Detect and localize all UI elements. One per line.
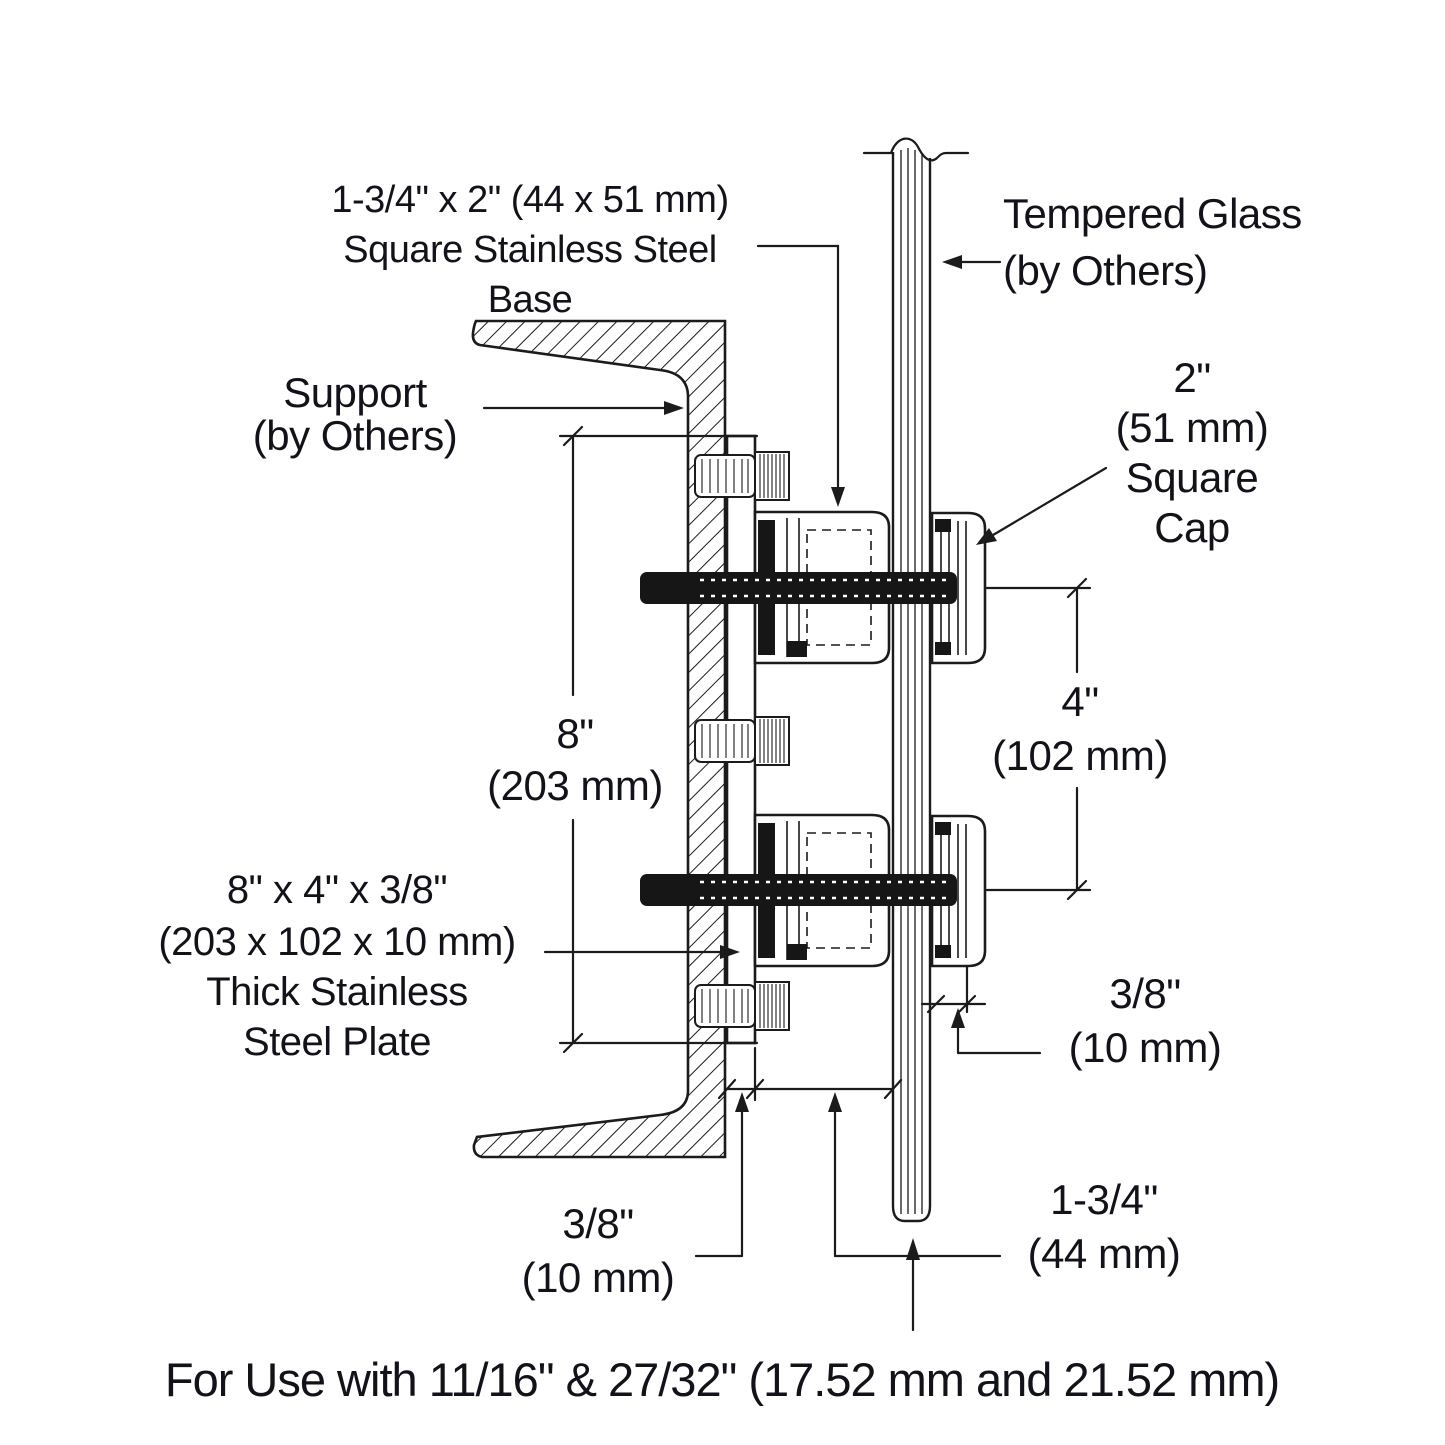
label-square-cap-line2: (51 mm) <box>1116 404 1269 451</box>
label-support-line1: Support <box>283 369 427 416</box>
label-square-cap-line3: Square <box>1126 454 1258 501</box>
label-dim-base-length: 1-3/4" (44 mm) <box>1028 1176 1181 1277</box>
dim-cap-10mm-text: (10 mm) <box>1069 1024 1222 1071</box>
label-dim-bolt-spacing: 4" (102 mm) <box>992 678 1168 779</box>
dim-134-text: 1-3/4" <box>1050 1176 1158 1223</box>
support-hatch <box>471 319 727 1159</box>
caption-glass-compatibility: For Use with 11/16" & 27/32" (17.52 mm a… <box>165 1353 1279 1406</box>
label-support: Support (by Others) <box>253 369 458 459</box>
dim-203mm-text: (203 mm) <box>487 762 663 809</box>
glass-bottom-edge <box>891 1205 932 1223</box>
label-square-cap-line4: Cap <box>1154 504 1230 551</box>
label-dim-plate-height: 8" (203 mm) <box>487 710 663 809</box>
label-base: 1-3/4" x 2" (44 x 51 mm) Square Stainles… <box>331 179 729 321</box>
dim-4in-text: 4" <box>1061 678 1098 725</box>
label-tempered-glass: Tempered Glass (by Others) <box>1003 190 1302 294</box>
label-square-cap-line1: 2" <box>1173 354 1210 401</box>
dim-plate-10mm-text: (10 mm) <box>522 1254 675 1301</box>
bolt-lower <box>640 874 957 906</box>
label-plate-line3: Thick Stainless <box>206 970 467 1014</box>
dim-plate-thickness <box>694 1046 903 1258</box>
label-dim-cap-thickness: 3/8" (10 mm) <box>1069 970 1222 1071</box>
label-plate-line4: Steel Plate <box>243 1020 431 1064</box>
leader-support <box>482 401 684 415</box>
label-plate-line1: 8" x 4" x 3/8" <box>227 868 447 912</box>
leader-square-cap <box>976 466 1108 545</box>
support-cross-section <box>471 319 727 1159</box>
label-support-line2: (by Others) <box>253 412 458 459</box>
leader-glass-thickness <box>906 1238 920 1332</box>
label-dim-plate-thickness: 3/8" (10 mm) <box>522 1200 675 1301</box>
dim-plate-38-text: 3/8" <box>562 1200 633 1247</box>
label-base-line1: 1-3/4" x 2" (44 x 51 mm) <box>331 179 728 221</box>
bolt-upper <box>640 572 957 604</box>
dim-base-length <box>828 1092 1002 1258</box>
label-plate: 8" x 4" x 3/8" (203 x 102 x 10 mm) Thick… <box>158 868 516 1064</box>
dim-bolt-spacing <box>985 577 1092 901</box>
dim-102mm-text: (102 mm) <box>992 732 1168 779</box>
dim-8in-text: 8" <box>556 710 593 757</box>
leader-base-label <box>756 244 845 507</box>
label-base-line3: Base <box>488 279 573 321</box>
label-plate-line2: (203 x 102 x 10 mm) <box>158 920 515 964</box>
dim-cap-38-text: 3/8" <box>1109 970 1180 1017</box>
label-base-line2: Square Stainless Steel <box>343 229 716 271</box>
dim-plate-height <box>558 425 759 1054</box>
set-screw-middle <box>694 716 790 766</box>
set-screw-top <box>694 451 790 501</box>
label-tempered-glass-line2: (by Others) <box>1003 247 1208 294</box>
label-tempered-glass-line1: Tempered Glass <box>1003 190 1302 237</box>
glass-break-line <box>862 137 970 162</box>
leader-plate-label <box>543 945 740 959</box>
dim-44mm-text: (44 mm) <box>1028 1230 1181 1277</box>
label-square-cap: 2" (51 mm) Square Cap <box>1116 354 1269 551</box>
glass-pane <box>862 137 970 1223</box>
set-screw-bottom <box>694 981 790 1031</box>
dim-cap-thickness <box>920 964 1042 1055</box>
leader-tempered-glass <box>942 255 1002 269</box>
